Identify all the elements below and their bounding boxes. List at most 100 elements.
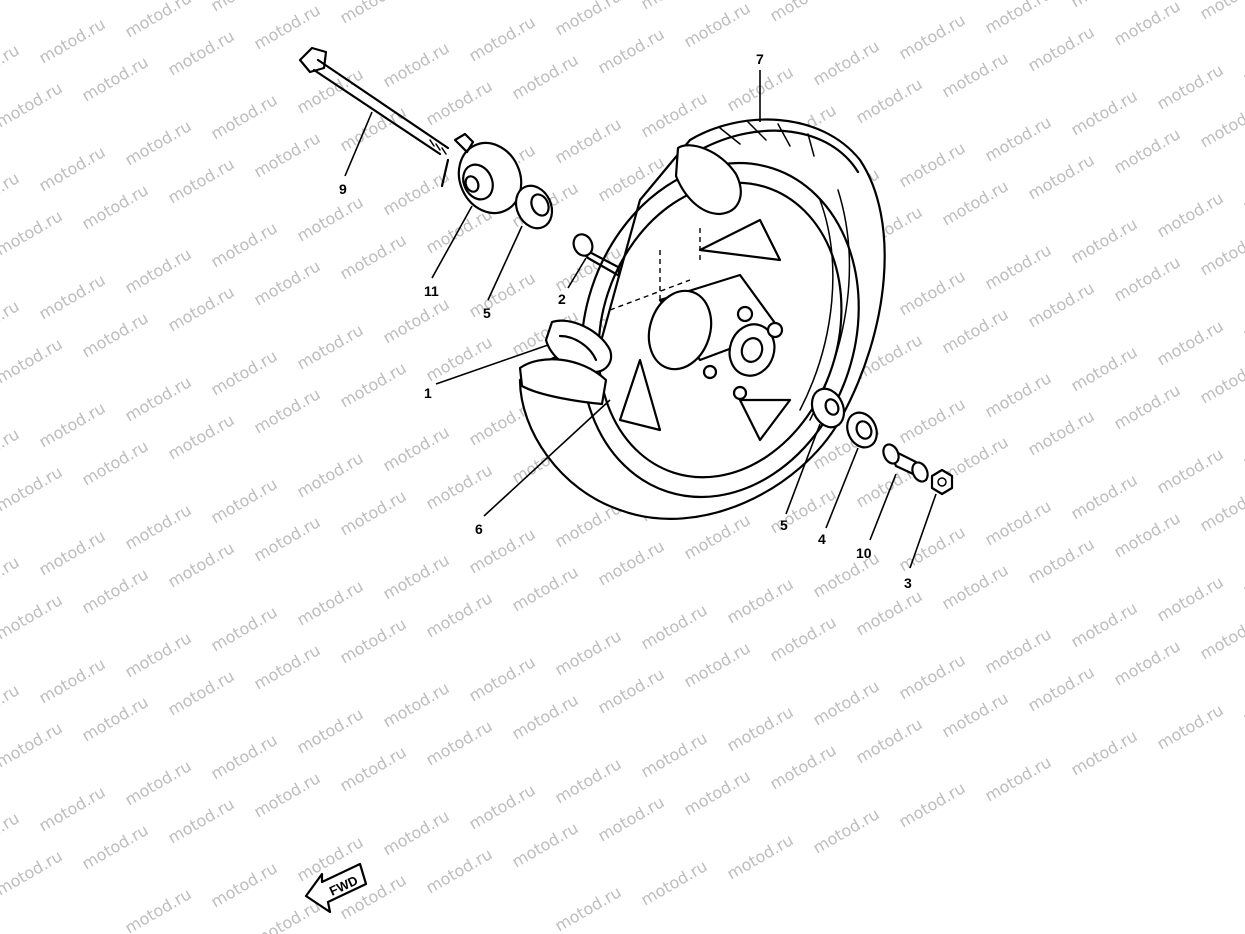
- watermark-text: motod.ru: [36, 270, 109, 323]
- callout-10: 10: [856, 545, 872, 561]
- watermark-text: motod.ru: [337, 230, 410, 283]
- watermark-text: motod.ru: [36, 398, 109, 451]
- watermark-text: motod.ru: [1197, 0, 1245, 23]
- watermark-text: motod.ru: [466, 780, 539, 833]
- watermark-text: motod.ru: [337, 358, 410, 411]
- callout-9: 9: [339, 181, 347, 197]
- watermark-text: motod.ru: [165, 410, 238, 463]
- watermark-text: motod.ru: [423, 76, 496, 129]
- watermark-text: motod.ru: [552, 0, 625, 39]
- watermark-text: motod.ru: [0, 552, 23, 605]
- watermark-text: motod.ru: [165, 666, 238, 719]
- watermark-text: motod.ru: [0, 424, 23, 477]
- watermark-text: motod.ru: [0, 0, 66, 3]
- callout-7: 7: [756, 51, 764, 67]
- watermark-text: motod.ru: [423, 332, 496, 385]
- callout-5-lower: 5: [780, 517, 788, 533]
- watermark-text: motod.ru: [294, 448, 367, 501]
- watermark-text: motod.ru: [552, 626, 625, 679]
- watermark-text: motod.ru: [466, 12, 539, 65]
- watermark-text: motod.ru: [1111, 124, 1184, 177]
- watermark-text: motod.ru: [122, 0, 195, 41]
- watermark-text: motod.ru: [810, 36, 883, 89]
- watermark-text: motod.ru: [0, 590, 66, 643]
- watermark-text: motod.ru: [939, 688, 1012, 741]
- watermark-text: motod.ru: [638, 728, 711, 781]
- watermark-text: motod.ru: [1154, 316, 1227, 369]
- watermark-text: motod.ru: [1154, 60, 1227, 113]
- watermark-text: motod.ru: [767, 612, 840, 665]
- watermark-text: motod.ru: [1025, 278, 1098, 331]
- watermark-text: motod.ru: [208, 90, 281, 143]
- callouts: 7 9 11 5 2 1 6 5 4 10 3: [339, 51, 912, 591]
- watermark-text: motod.ru: [165, 282, 238, 335]
- watermark-text: motod.ru: [853, 714, 926, 767]
- watermark-text: motod.ru: [681, 638, 754, 691]
- gear-unit-drawing: [440, 132, 523, 215]
- watermark-text: motod.ru: [853, 74, 926, 127]
- watermark-text: motod.ru: [294, 64, 367, 117]
- watermark-text: motod.ru: [36, 526, 109, 579]
- watermark-text: motod.ru: [810, 804, 883, 857]
- axle-drawing: [298, 46, 450, 156]
- watermark-text: motod.ru: [380, 294, 453, 347]
- watermark-text: motod.ru: [337, 0, 410, 27]
- watermark-text: motod.ru: [36, 14, 109, 67]
- watermark-text: motod.ru: [509, 562, 582, 615]
- watermark-text: motod.ru: [1068, 0, 1141, 11]
- watermark-text: motod.ru: [423, 844, 496, 897]
- watermark-text: motod.ru: [294, 704, 367, 757]
- watermark-text: motod.ru: [0, 808, 23, 861]
- watermark-text: motod.ru: [509, 50, 582, 103]
- watermark-text: motod.ru: [724, 574, 797, 627]
- callout-2: 2: [558, 291, 566, 307]
- watermark-text: motod.ru: [0, 206, 66, 259]
- watermark-text: motod.ru: [208, 474, 281, 527]
- watermark-text: motod.ru: [1240, 290, 1245, 343]
- brake-plate-drawing: [518, 319, 613, 406]
- watermark-text: motod.ru: [595, 664, 668, 717]
- watermark-text: motod.ru: [1025, 534, 1098, 587]
- callout-4: 4: [818, 531, 826, 547]
- watermark-text: motod.ru: [251, 128, 324, 181]
- watermark-text: motod.ru: [380, 550, 453, 603]
- watermark-text: motod.ru: [1240, 418, 1245, 471]
- watermark-text: motod.ru: [1068, 342, 1141, 395]
- watermark-text: motod.ru: [208, 346, 281, 399]
- nut-drawing: [930, 468, 954, 496]
- watermark-text: motod.ru: [1025, 406, 1098, 459]
- watermark-text: motod.ru: [380, 38, 453, 91]
- watermark-text: motod.ru: [509, 818, 582, 871]
- bearing-upper-drawing: [514, 184, 554, 230]
- watermark-text: motod.ru: [1025, 150, 1098, 203]
- watermark-text: motod.ru: [982, 240, 1055, 293]
- watermark-text: motod.ru: [1068, 470, 1141, 523]
- watermark-text: motod.ru: [79, 180, 152, 233]
- watermark-text: motod.ru: [165, 794, 238, 847]
- watermark-text: motod.ru: [638, 856, 711, 909]
- watermark-text: motod.ru: [1111, 0, 1184, 49]
- oil-seal-drawing: [846, 411, 878, 449]
- fwd-arrow-icon: FWD: [304, 862, 368, 914]
- watermark-text: motod.ru: [79, 52, 152, 105]
- callout-3: 3: [904, 575, 912, 591]
- watermark-text: motod.ru: [208, 858, 281, 911]
- watermark-text: motod.ru: [251, 384, 324, 437]
- watermark-text: motod.ru: [1197, 610, 1245, 663]
- watermark-text: motod.ru: [423, 460, 496, 513]
- watermark-text: motod.ru: [1068, 598, 1141, 651]
- watermark-text: motod.ru: [1197, 226, 1245, 279]
- watermark-text: motod.ru: [36, 782, 109, 835]
- watermark-text: motod.ru: [939, 48, 1012, 101]
- watermark-text: motod.ru: [165, 26, 238, 79]
- watermark-text: motod.ru: [251, 256, 324, 309]
- watermark-text: motod.ru: [0, 718, 66, 771]
- watermark-text: motod.ru: [896, 778, 969, 831]
- watermark-text: motod.ru: [337, 486, 410, 539]
- watermark-text: motod.ru: [380, 422, 453, 475]
- watermark-text: motod.ru: [423, 716, 496, 769]
- watermark-text: motod.ru: [552, 114, 625, 167]
- watermark-text: motod.ru: [251, 896, 324, 934]
- watermark-text: motod.ru: [294, 576, 367, 629]
